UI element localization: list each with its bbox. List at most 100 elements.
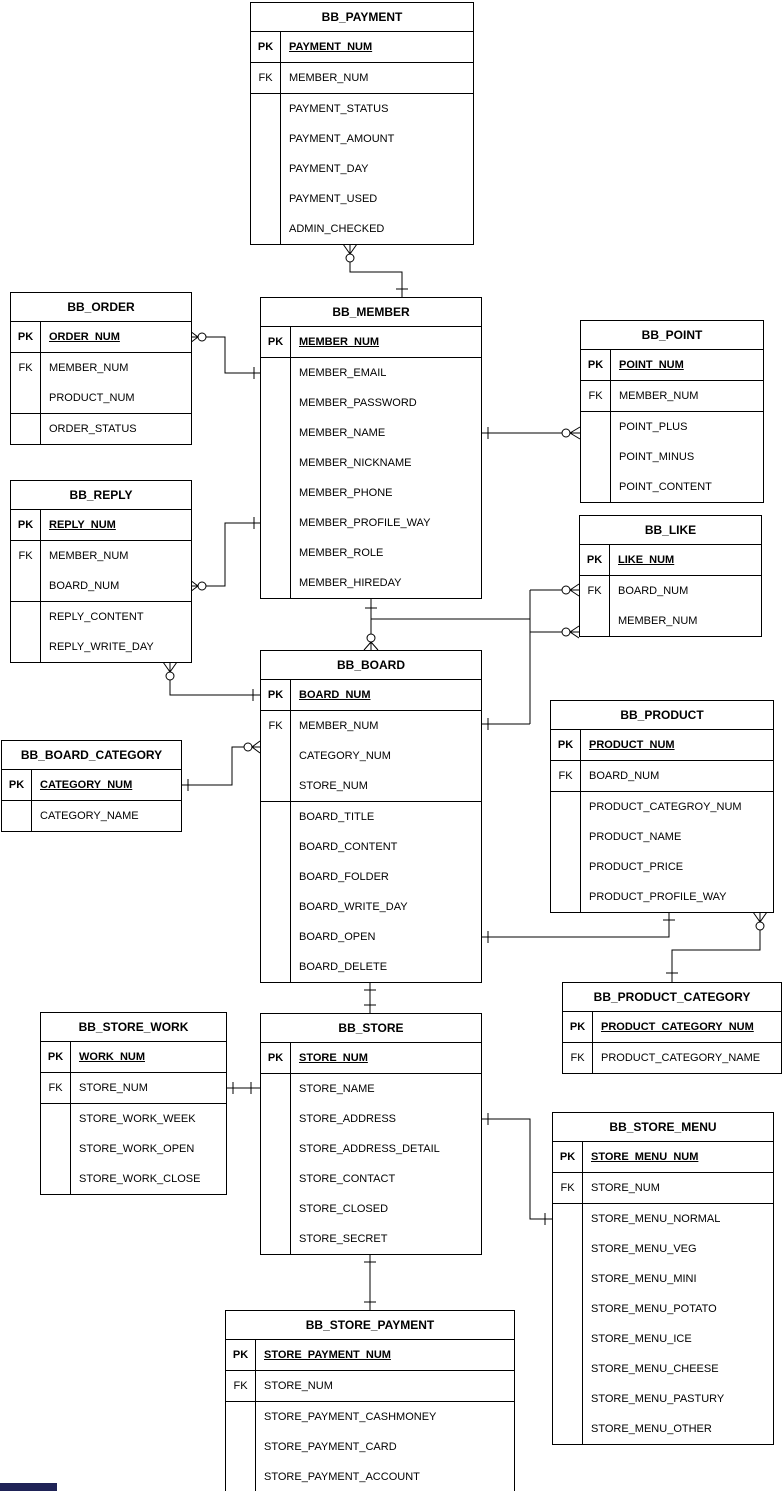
field-rows: CATEGORY_NAME xyxy=(32,801,181,831)
connector-member-board xyxy=(363,598,379,651)
entity-title: BB_PAYMENT xyxy=(251,3,473,32)
field-name: BOARD_OPEN xyxy=(299,931,376,943)
field-name: REPLY_CONTENT xyxy=(49,611,144,623)
pk-label: PK xyxy=(11,322,41,352)
pk-label: PK xyxy=(11,510,41,540)
key-spacer xyxy=(581,412,611,502)
entity-title: BB_PRODUCT_CATEGORY xyxy=(563,983,781,1012)
field-name: MEMBER_NUM xyxy=(49,362,129,374)
field-primary-key: MEMBER_NUM xyxy=(299,336,380,348)
field-name: STORE_MENU_OTHER xyxy=(591,1423,712,1435)
field-rows: BOARD_NUM xyxy=(291,680,481,710)
field-name: MEMBER_EMAIL xyxy=(299,367,387,379)
field-name: STORE_MENU_NORMAL xyxy=(591,1213,721,1225)
entity-section: PK PRODUCT_NUM xyxy=(551,730,773,761)
key-spacer xyxy=(553,1204,583,1444)
field-primary-key: WORK_NUM xyxy=(79,1051,145,1063)
field-name: PRODUCT_PROFILE_WAY xyxy=(589,891,727,903)
connector-member-point xyxy=(480,426,581,440)
pk-label: PK xyxy=(2,770,32,800)
field-primary-key: PRODUCT_NUM xyxy=(589,739,675,751)
field-rows: REPLY_CONTENT REPLY_WRITE_DAY xyxy=(41,602,191,662)
key-spacer xyxy=(226,1402,256,1491)
pk-label: PK xyxy=(261,680,291,710)
field-name: PRODUCT_NAME xyxy=(589,831,682,843)
field-name: BOARD_TITLE xyxy=(299,811,375,823)
pk-label: PK xyxy=(553,1142,583,1172)
field-rows: PAYMENT_NUM xyxy=(281,32,473,62)
key-spacer xyxy=(261,358,291,598)
entity-section: ORDER_STATUS xyxy=(11,414,191,444)
connector-store-storepayment xyxy=(364,1254,376,1310)
field-name: STORE_ADDRESS_DETAIL xyxy=(299,1143,440,1155)
pk-label: PK xyxy=(551,730,581,760)
field-name: STORE_CONTACT xyxy=(299,1173,396,1185)
field-rows: MEMBER_NUM xyxy=(291,327,481,357)
field-name: REPLY_WRITE_DAY xyxy=(49,641,154,653)
field-primary-key: ORDER_NUM xyxy=(49,331,120,343)
fk-label: FK xyxy=(551,761,581,791)
connector-order-member xyxy=(189,330,260,379)
field-rows: MEMBER_NUM xyxy=(281,63,473,93)
connector-like-trunk xyxy=(371,583,580,730)
field-rows: BOARD_NUM xyxy=(581,761,773,791)
field-name: POINT_CONTENT xyxy=(619,481,712,493)
field-name: MEMBER_NUM xyxy=(49,550,129,562)
field-name: STORE_MENU_CHEESE xyxy=(591,1363,719,1375)
field-name: STORE_WORK_CLOSE xyxy=(79,1173,201,1185)
field-name: MEMBER_NAME xyxy=(299,427,386,439)
field-name: POINT_PLUS xyxy=(619,421,688,433)
field-name: STORE_NUM xyxy=(264,1380,333,1392)
pk-label: PK xyxy=(563,1012,593,1042)
field-name: MEMBER_NICKNAME xyxy=(299,457,412,469)
entity-section: PK BOARD_NUM xyxy=(261,680,481,711)
entity-title: BB_BOARD_CATEGORY xyxy=(2,741,181,770)
field-name: MEMBER_HIREDAY xyxy=(299,577,402,589)
field-name: PRODUCT_CATEGORY_NAME xyxy=(601,1052,761,1064)
field-name: STORE_NAME xyxy=(299,1083,375,1095)
entity-title: BB_POINT xyxy=(581,321,763,350)
field-name: STORE_CLOSED xyxy=(299,1203,389,1215)
field-primary-key: BOARD_NUM xyxy=(299,689,371,701)
connector-payment-member xyxy=(342,243,408,297)
field-name: MEMBER_PHONE xyxy=(299,487,393,499)
entity-section: CATEGORY_NAME xyxy=(2,801,181,831)
key-spacer xyxy=(551,792,581,912)
field-name: PAYMENT_STATUS xyxy=(289,103,389,115)
field-primary-key: POINT_NUM xyxy=(619,359,684,371)
